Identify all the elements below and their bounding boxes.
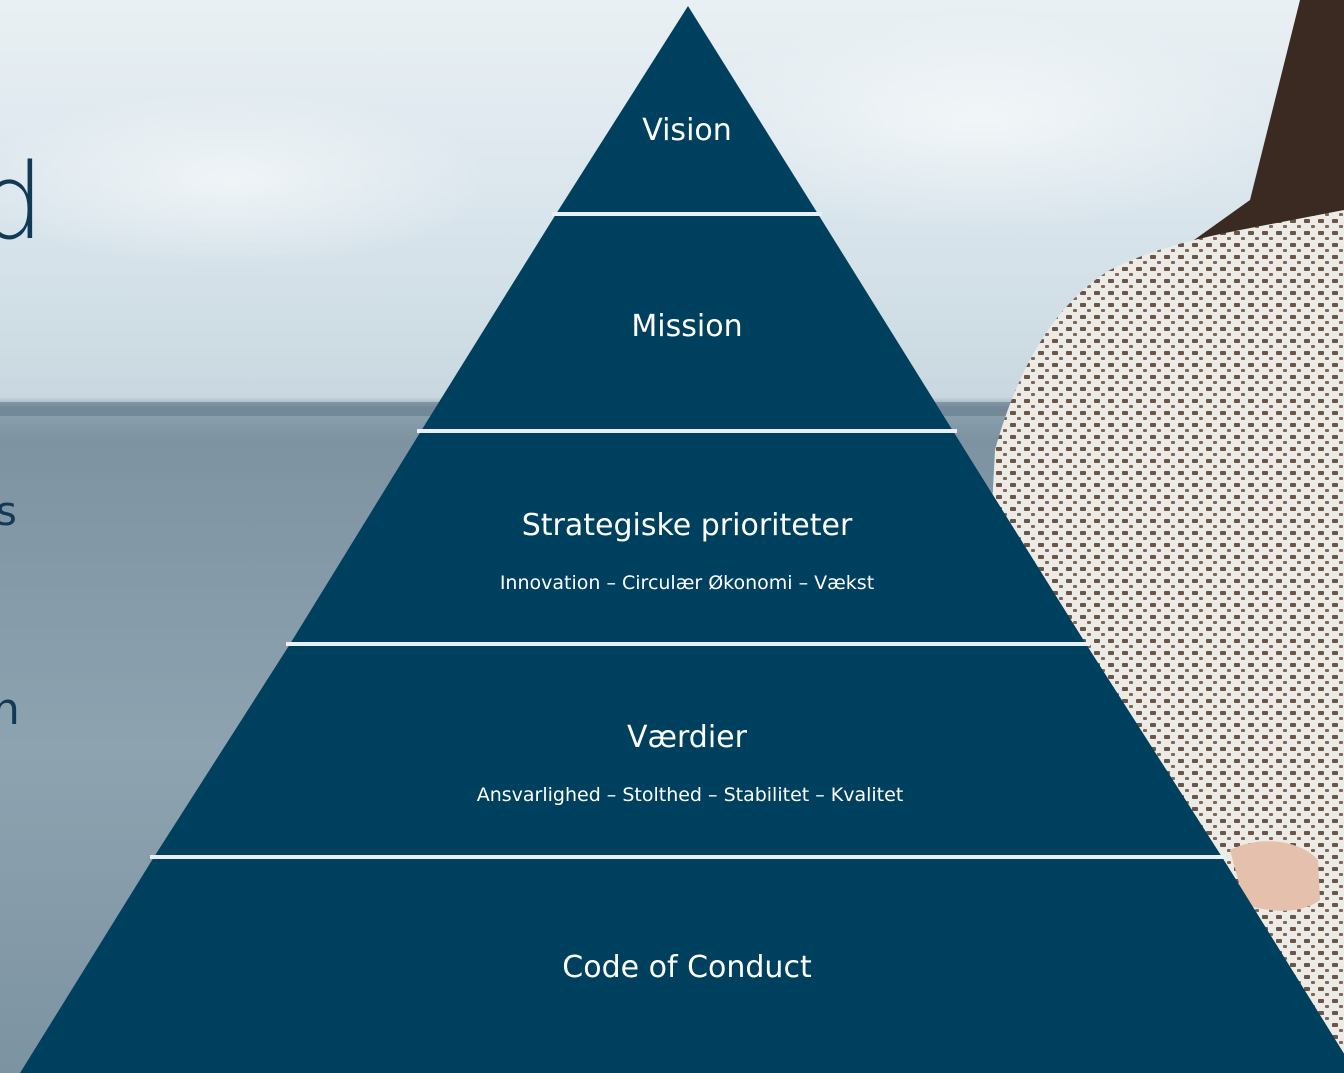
pyramid-tier-vaerdier bbox=[154, 644, 1222, 857]
cropped-text-fragment-n: n bbox=[0, 684, 20, 735]
tier-title-vaerdier: Værdier bbox=[627, 720, 748, 755]
pyramid-tier-vision bbox=[556, 6, 818, 214]
tier-title-code-of-conduct: Code of Conduct bbox=[562, 950, 812, 985]
tier-title-strategiske-prioriteter: Strategiske prioriteter bbox=[522, 508, 853, 543]
pyramid-diagram: Vision Mission Strategiske prioriteter I… bbox=[20, 6, 1344, 1073]
cropped-text-fragment-s: s bbox=[0, 489, 17, 535]
tier-subtitle-strategiske-prioriteter: Innovation – Circulær Økonomi – Vækst bbox=[500, 572, 874, 594]
cropped-heading-fragment: d bbox=[0, 141, 45, 263]
tier-subtitle-vaerdier: Ansvarlighed – Stolthed – Stabilitet – K… bbox=[477, 784, 904, 806]
tier-title-vision: Vision bbox=[642, 113, 732, 148]
pyramid-tier-strategiske-prioriteter bbox=[290, 431, 1086, 644]
tier-title-mission: Mission bbox=[631, 309, 742, 344]
pyramid-tier-code-of-conduct bbox=[20, 857, 1344, 1073]
pyramid-tier-mission bbox=[421, 214, 953, 431]
person-figure bbox=[985, 0, 1344, 1073]
